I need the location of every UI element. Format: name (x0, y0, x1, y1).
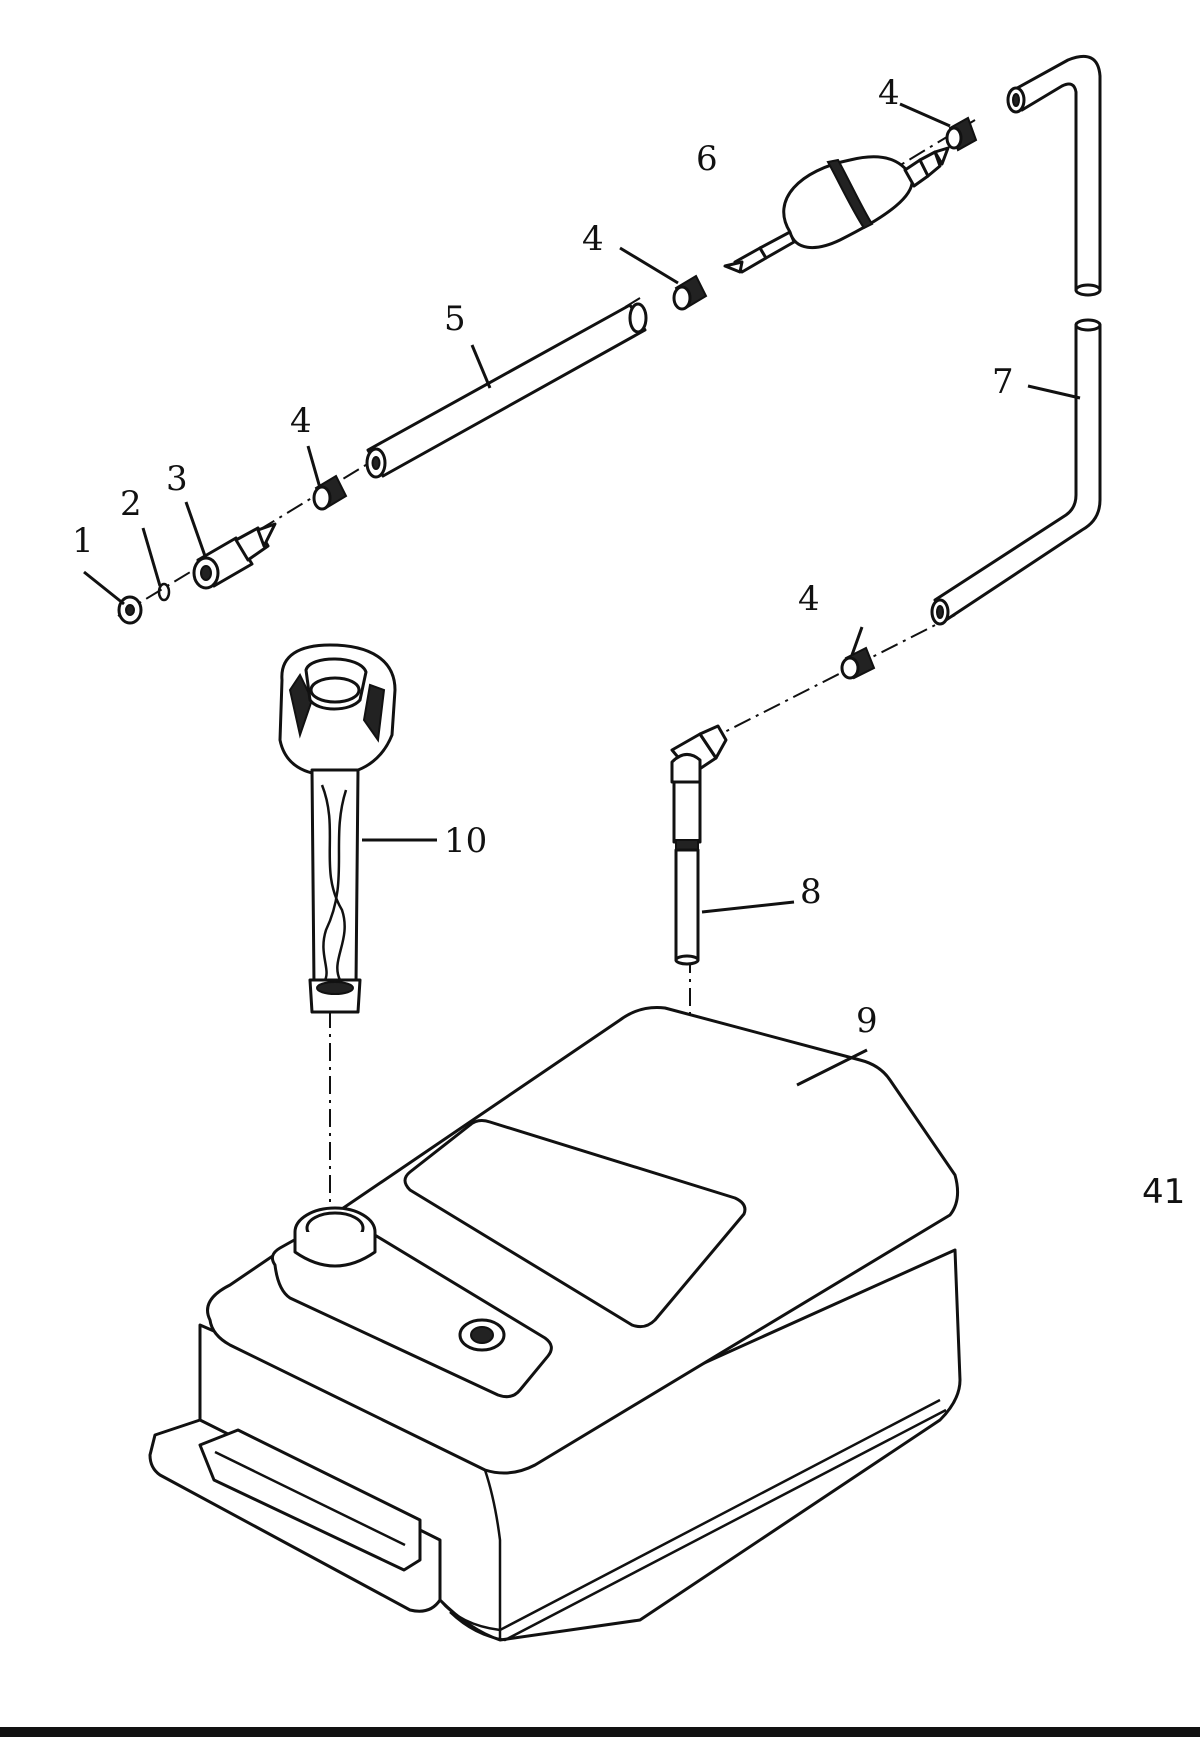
callout-3: 3 (166, 459, 188, 499)
callout-7: 7 (992, 362, 1014, 402)
callout-8: 8 (800, 872, 822, 912)
leader-lines (83, 102, 1081, 1087)
callout-4-clamp-c: 4 (878, 73, 900, 113)
part-2-o-ring (157, 582, 171, 602)
callout-1: 1 (72, 521, 94, 561)
callout-labels: 1 2 3 4 4 4 4 5 6 7 8 9 10 (72, 73, 1014, 1041)
part-1-washer (117, 595, 143, 625)
bottom-rule (0, 1727, 1200, 1737)
callout-9: 9 (856, 1001, 878, 1041)
part-9-fuel-tank (148, 1006, 962, 1642)
callout-4-clamp-a: 4 (290, 401, 312, 441)
callout-4-clamp-d: 4 (798, 579, 820, 619)
callout-6: 6 (696, 139, 718, 179)
part-4-clamp-c (945, 116, 978, 152)
figure-code: 41 (1142, 1172, 1185, 1212)
part-3-connector (192, 522, 277, 590)
callout-4-clamp-b: 4 (582, 219, 604, 259)
part-4-clamp-b (672, 274, 708, 311)
part-10-fuel-gauge (278, 643, 397, 1014)
part-5-hose (365, 302, 648, 479)
callout-10: 10 (444, 821, 487, 861)
part-8-pickup-tube (670, 724, 728, 966)
callout-5: 5 (444, 299, 466, 339)
part-4-clamp-d (840, 646, 876, 680)
part-6-primer-bulb (723, 146, 950, 274)
part-4-clamp-a (312, 474, 348, 511)
callout-2: 2 (120, 484, 142, 524)
part-7-hose (930, 55, 1102, 626)
